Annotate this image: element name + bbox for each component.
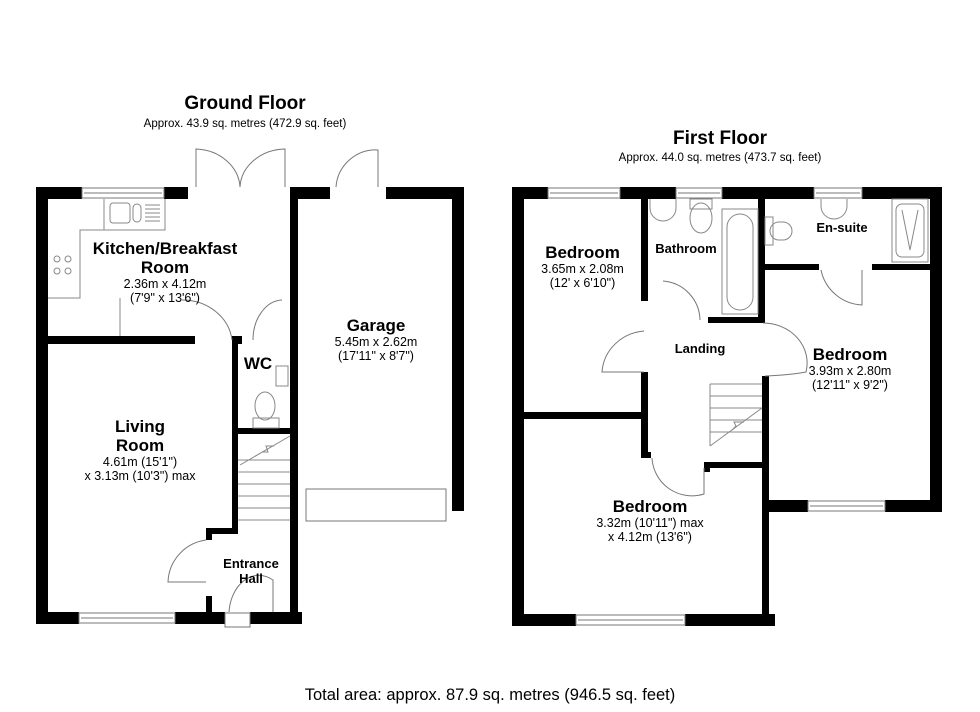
first-floor-fittings — [649, 198, 929, 447]
room-name: Garage — [346, 316, 406, 335]
room-name: Bedroom — [612, 497, 688, 516]
room-dimensions-metric: 3.65m x 2.08m — [541, 262, 624, 277]
room-kitchen-breakfast: Kitchen/Breakfast Room 2.36m x 4.12m (7'… — [80, 239, 250, 305]
ground-floor-windows — [78, 187, 251, 628]
first-floor-windows — [547, 187, 886, 626]
first-floor-area: Approx. 44.0 sq. metres (473.7 sq. feet) — [618, 152, 822, 164]
room-dimensions-imperial: (12' x 6'10") — [549, 276, 616, 291]
room-garage: Garage 5.45m x 2.62m (17'11" x 8'7") — [298, 316, 454, 363]
ground-floor-title: Ground Floor — [184, 93, 306, 114]
room-wc: WC — [240, 354, 276, 373]
room-bedroom-front-left: Bedroom 3.65m x 2.08m (12' x 6'10") — [524, 243, 641, 290]
room-name: Bedroom — [812, 345, 888, 364]
room-name: En-suite — [816, 220, 868, 235]
room-dimensions-metric: 3.32m (10'11") max — [596, 516, 704, 531]
total-area: Total area: approx. 87.9 sq. metres (946… — [304, 686, 676, 704]
room-name: Kitchen/Breakfast — [92, 239, 238, 258]
room-dimensions-imperial: x 4.12m (13'6") — [608, 530, 692, 545]
ground-floor-doors — [167, 148, 447, 613]
room-bathroom: Bathroom — [648, 241, 724, 257]
first-floor-doors — [601, 269, 863, 497]
room-landing: Landing — [660, 341, 740, 357]
room-name: WC — [243, 354, 273, 373]
room-name: Room — [140, 258, 190, 278]
room-name: Bedroom — [545, 243, 620, 262]
first-floor-title: First Floor — [673, 128, 767, 149]
room-name: Landing — [674, 341, 726, 356]
room-dimensions-imperial: (7'9" x 13'6") — [130, 291, 200, 306]
room-bedroom-right: Bedroom 3.93m x 2.80m (12'11" x 9'2") — [770, 345, 930, 392]
room-dimensions-metric: 5.45m x 2.62m — [334, 335, 418, 350]
room-dimensions-metric: 3.93m x 2.80m — [808, 364, 892, 379]
room-dimensions-imperial: (12'11" x 9'2") — [812, 378, 888, 393]
room-dimensions-imperial: (17'11" x 8'7") — [338, 349, 414, 364]
ground-floor-area: Approx. 43.9 sq. metres (472.9 sq. feet) — [143, 118, 347, 130]
room-living: Living Room 4.61m (15'1") x 3.13m (10'3"… — [60, 417, 220, 483]
room-bedroom-rear: Bedroom 3.32m (10'11") max x 4.12m (13'6… — [560, 497, 740, 544]
kitchen-fittings — [48, 199, 166, 336]
room-name: Living — [114, 417, 166, 436]
room-entrance-hall: Entrance Hall — [212, 556, 290, 586]
room-dimensions-imperial: x 3.13m (10'3") max — [84, 469, 196, 484]
room-en-suite: En-suite — [800, 220, 884, 236]
room-dimensions-metric: 4.61m (15'1") — [102, 455, 178, 470]
ground-floor-stairs — [238, 435, 291, 521]
room-name: Room — [115, 436, 165, 456]
ground-floor-walls — [36, 187, 464, 624]
room-name: Entrance — [223, 556, 279, 571]
wc-fittings — [252, 365, 289, 429]
first-floor-walls — [512, 187, 942, 626]
room-name: Bathroom — [655, 241, 717, 256]
room-dimensions-metric: 2.36m x 4.12m — [123, 277, 207, 292]
room-name: Hall — [239, 570, 263, 586]
